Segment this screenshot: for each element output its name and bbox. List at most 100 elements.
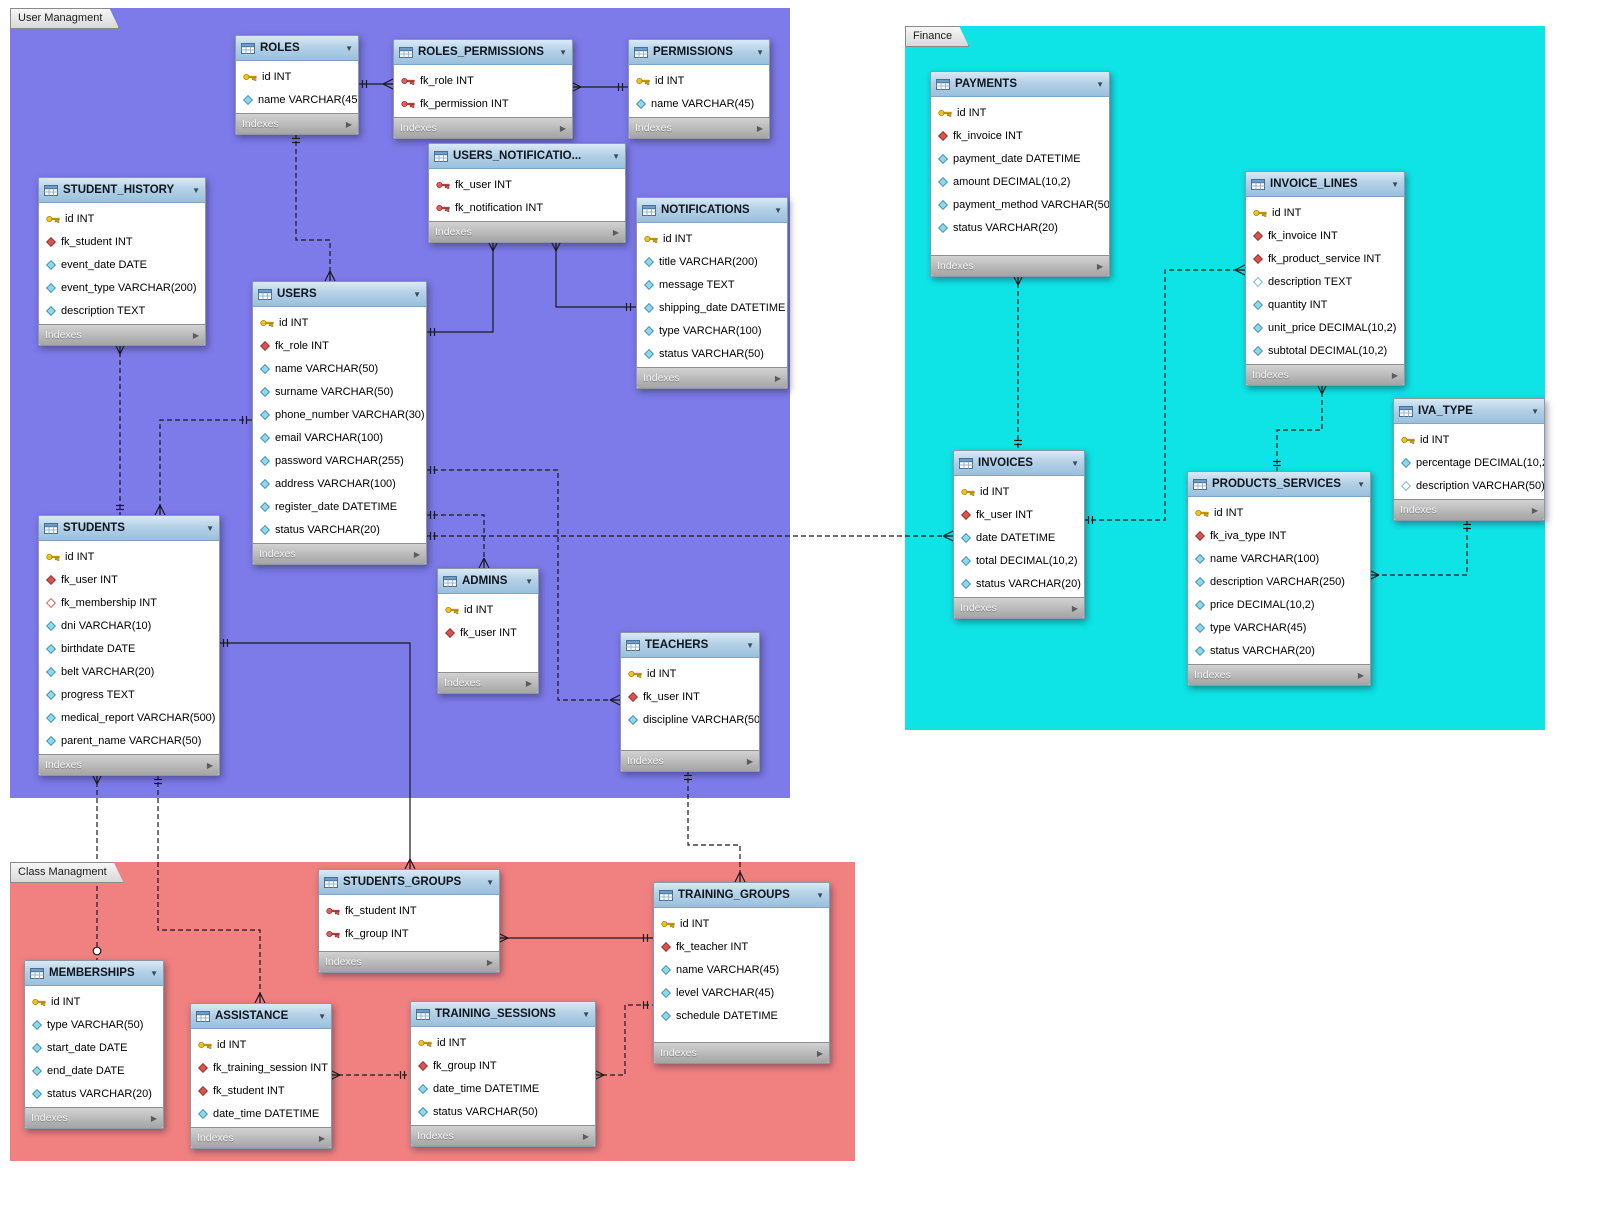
column-row[interactable]: description VARCHAR(50)	[1394, 474, 1544, 497]
column-row[interactable]: name VARCHAR(100)	[1188, 547, 1370, 570]
column-row[interactable]: fk_group INT	[411, 1054, 595, 1077]
column-row[interactable]: status VARCHAR(20)	[253, 518, 426, 541]
table-header[interactable]: ROLES_PERMISSIONS▼	[394, 40, 572, 65]
expand-indexes-icon[interactable]: ▶	[413, 549, 420, 559]
column-row[interactable]: password VARCHAR(255)	[253, 449, 426, 472]
relationship-users-teachers[interactable]	[425, 469, 620, 701]
column-row[interactable]: type VARCHAR(45)	[1188, 616, 1370, 639]
column-row[interactable]: event_date DATE	[39, 253, 205, 276]
column-row[interactable]: unit_price DECIMAL(10,2)	[1246, 316, 1404, 339]
table-header[interactable]: ROLES▼	[236, 36, 358, 61]
column-row[interactable]: percentage DECIMAL(10,2)	[1394, 451, 1544, 474]
column-row[interactable]: payment_method VARCHAR(50)	[931, 193, 1109, 216]
collapse-caret-icon[interactable]: ▼	[486, 877, 494, 887]
expand-indexes-icon[interactable]: ▶	[318, 1133, 325, 1143]
indexes-footer[interactable]: Indexes▶	[954, 597, 1084, 618]
column-row[interactable]: id INT	[637, 227, 787, 250]
column-row[interactable]: fk_user INT	[438, 621, 538, 644]
column-row[interactable]: id INT	[1246, 201, 1404, 224]
column-row[interactable]: fk_user INT	[429, 173, 625, 196]
relationship-students-assistance[interactable]	[157, 774, 261, 1003]
table-header[interactable]: TRAINING_GROUPS▼	[654, 883, 829, 908]
column-row[interactable]: register_date DATETIME	[253, 495, 426, 518]
column-row[interactable]: id INT	[931, 101, 1109, 124]
column-row[interactable]: parent_name VARCHAR(50)	[39, 729, 219, 752]
relationship-users-students[interactable]	[159, 419, 252, 515]
indexes-footer[interactable]: Indexes▶	[1394, 499, 1544, 520]
column-row[interactable]: fk_student INT	[319, 899, 499, 922]
column-row[interactable]: status VARCHAR(50)	[637, 342, 787, 365]
expand-indexes-icon[interactable]: ▶	[206, 760, 213, 770]
column-row[interactable]: id INT	[236, 65, 358, 88]
column-row[interactable]: description TEXT	[39, 299, 205, 322]
column-row[interactable]: fk_invoice INT	[931, 124, 1109, 147]
column-row[interactable]: payment_date DATETIME	[931, 147, 1109, 170]
column-row[interactable]: discipline VARCHAR(50)	[621, 708, 759, 731]
table-header[interactable]: MEMBERSHIPS▼	[25, 961, 163, 986]
column-row[interactable]: name VARCHAR(45)	[629, 92, 769, 115]
relationship-invoice-lines-products-services[interactable]	[1276, 384, 1323, 471]
column-row[interactable]: address VARCHAR(100)	[253, 472, 426, 495]
collapse-caret-icon[interactable]: ▼	[1391, 179, 1399, 189]
indexes-footer[interactable]: Indexes▶	[253, 543, 426, 564]
expand-indexes-icon[interactable]: ▶	[150, 1113, 157, 1123]
indexes-footer[interactable]: Indexes▶	[429, 221, 625, 242]
column-row[interactable]: id INT	[954, 480, 1084, 503]
column-row[interactable]: level VARCHAR(45)	[654, 981, 829, 1004]
column-row[interactable]: message TEXT	[637, 273, 787, 296]
expand-indexes-icon[interactable]: ▶	[612, 227, 619, 237]
column-row[interactable]: fk_membership INT	[39, 591, 219, 614]
column-row[interactable]: description VARCHAR(250)	[1188, 570, 1370, 593]
region-tab-user-management[interactable]: User Managment	[10, 8, 119, 29]
expand-indexes-icon[interactable]: ▶	[1531, 505, 1538, 515]
collapse-caret-icon[interactable]: ▼	[816, 890, 824, 900]
indexes-footer[interactable]: Indexes▶	[637, 367, 787, 388]
expand-indexes-icon[interactable]: ▶	[1357, 670, 1364, 680]
relationship-users-notifications-users[interactable]	[425, 241, 494, 333]
collapse-caret-icon[interactable]: ▼	[525, 576, 533, 586]
expand-indexes-icon[interactable]: ▶	[816, 1048, 823, 1058]
column-row[interactable]: amount DECIMAL(10,2)	[931, 170, 1109, 193]
column-row[interactable]: date DATETIME	[954, 526, 1084, 549]
column-row[interactable]: fk_invoice INT	[1246, 224, 1404, 247]
column-row[interactable]: id INT	[621, 662, 759, 685]
column-row[interactable]: description TEXT	[1246, 270, 1404, 293]
column-row[interactable]: start_date DATE	[25, 1036, 163, 1059]
column-row[interactable]: status VARCHAR(20)	[25, 1082, 163, 1105]
column-row[interactable]: fk_user INT	[621, 685, 759, 708]
column-row[interactable]: price DECIMAL(10,2)	[1188, 593, 1370, 616]
table-header[interactable]: INVOICE_LINES▼	[1246, 172, 1404, 197]
column-row[interactable]: shipping_date DATETIME	[637, 296, 787, 319]
collapse-caret-icon[interactable]: ▼	[612, 151, 620, 161]
column-row[interactable]: birthdate DATE	[39, 637, 219, 660]
table-header[interactable]: TRAINING_SESSIONS▼	[411, 1002, 595, 1027]
relationship-iva-type-products-services[interactable]	[1369, 519, 1468, 576]
column-row[interactable]: id INT	[25, 990, 163, 1013]
indexes-footer[interactable]: Indexes▶	[39, 754, 219, 775]
column-row[interactable]: status VARCHAR(20)	[954, 572, 1084, 595]
collapse-caret-icon[interactable]: ▼	[1071, 458, 1079, 468]
column-row[interactable]: id INT	[253, 311, 426, 334]
column-row[interactable]: date_time DATETIME	[411, 1077, 595, 1100]
column-row[interactable]: id INT	[39, 207, 205, 230]
table-header[interactable]: PERMISSIONS▼	[629, 40, 769, 65]
indexes-footer[interactable]: Indexes▶	[629, 117, 769, 138]
column-row[interactable]: status VARCHAR(20)	[931, 216, 1109, 239]
table-header[interactable]: STUDENTS_GROUPS▼	[319, 870, 499, 895]
column-row[interactable]: id INT	[1394, 428, 1544, 451]
column-row[interactable]: fk_role INT	[394, 69, 572, 92]
column-row[interactable]: status VARCHAR(50)	[411, 1100, 595, 1123]
column-row[interactable]: date_time DATETIME	[191, 1102, 331, 1125]
column-row[interactable]: fk_group INT	[319, 922, 499, 945]
relationship-teachers-training-groups[interactable]	[687, 770, 741, 882]
